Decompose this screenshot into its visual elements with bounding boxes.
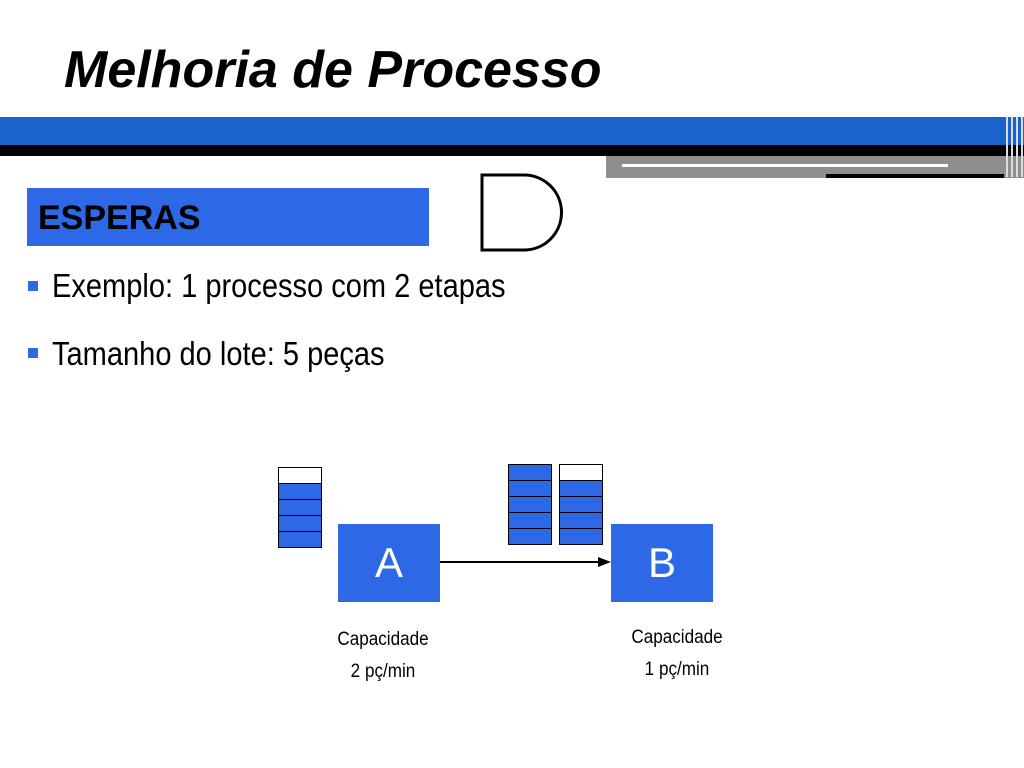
buffer-stack — [278, 467, 322, 548]
capacity-label-line: Capacidade — [631, 627, 723, 648]
buffer-stack — [508, 464, 552, 545]
bullet-item: Tamanho do lote: 5 peças — [52, 335, 385, 372]
header-white-line — [622, 164, 948, 167]
header-stripes — [1004, 117, 1024, 177]
header-blue-bar — [0, 117, 1024, 145]
header-black-bar — [0, 145, 1024, 156]
capacity-label-a: Capacidade 2 pç/min — [320, 624, 446, 688]
header-gray-bar — [606, 156, 1024, 178]
process-step-b: B — [611, 524, 713, 602]
bullet-square-icon — [28, 281, 38, 291]
section-label: ESPERAS — [38, 199, 201, 237]
flow-arrow-icon — [440, 557, 611, 567]
bullet-item: Exemplo: 1 processo com 2 etapas — [52, 267, 506, 304]
process-step-a: A — [338, 524, 440, 602]
section-banner — [27, 188, 429, 246]
capacity-value: 2 pç/min — [350, 661, 416, 682]
header-black-line — [826, 174, 1004, 178]
capacity-label-b: Capacidade 1 pç/min — [614, 622, 740, 686]
slide-title: Melhoria de Processo — [64, 41, 602, 99]
capacity-label-line: Capacidade — [337, 629, 429, 650]
bullet-square-icon — [28, 348, 38, 358]
delay-symbol-icon — [480, 173, 563, 252]
capacity-value: 1 pç/min — [644, 659, 710, 680]
buffer-stack — [559, 464, 603, 545]
